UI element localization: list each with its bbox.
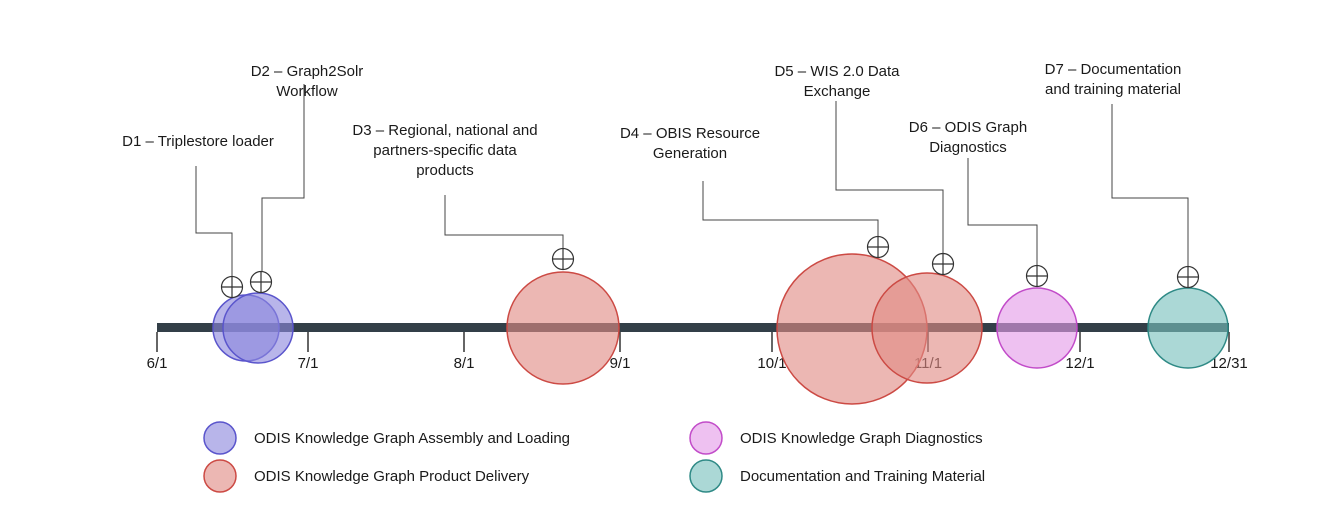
deliverable-label-d1: D1 – Triplestore loader bbox=[122, 133, 274, 150]
milestone-marker-icon bbox=[1025, 264, 1049, 288]
legend-swatch-documentation bbox=[689, 459, 723, 493]
deliverable-bubble-d5 bbox=[871, 272, 983, 384]
timeline-axis-bar bbox=[157, 323, 1229, 332]
connector-line-d7 bbox=[1111, 104, 1189, 266]
connector-line-d2 bbox=[261, 84, 305, 271]
deliverable-bubble-d2 bbox=[222, 292, 294, 364]
connector-line-d4 bbox=[702, 181, 879, 236]
axis-tick-label: 10/1 bbox=[757, 355, 786, 372]
milestone-marker-icon bbox=[931, 252, 955, 276]
deliverable-bubble-d7 bbox=[1147, 287, 1229, 369]
connector-line-d1 bbox=[195, 166, 233, 276]
milestone-marker-icon bbox=[249, 270, 273, 294]
axis-tick-label: 9/1 bbox=[610, 355, 631, 372]
deliverable-bubble-d6 bbox=[996, 287, 1078, 369]
milestone-marker-icon bbox=[866, 235, 890, 259]
connector-line-d5 bbox=[835, 101, 944, 253]
legend-label-documentation: Documentation and Training Material bbox=[740, 468, 985, 485]
connector-line-d6 bbox=[967, 158, 1038, 265]
legend-label-assembly: ODIS Knowledge Graph Assembly and Loadin… bbox=[254, 430, 570, 447]
connector-line-d3 bbox=[444, 195, 564, 248]
axis-tick-label: 8/1 bbox=[454, 355, 475, 372]
deliverable-bubble-d3 bbox=[506, 271, 620, 385]
axis-tick-label: 12/31 bbox=[1210, 355, 1248, 372]
legend-label-diagnostics: ODIS Knowledge Graph Diagnostics bbox=[740, 430, 983, 447]
milestone-marker-icon bbox=[220, 275, 244, 299]
legend-swatch-diagnostics bbox=[689, 421, 723, 455]
milestone-marker-icon bbox=[1176, 265, 1200, 289]
legend-swatch-delivery bbox=[203, 459, 237, 493]
milestone-marker-icon bbox=[551, 247, 575, 271]
legend-swatch-assembly bbox=[203, 421, 237, 455]
axis-tick-label: 7/1 bbox=[298, 355, 319, 372]
axis-tick-label: 12/1 bbox=[1065, 355, 1094, 372]
axis-tick-label: 6/1 bbox=[147, 355, 168, 372]
legend-label-delivery: ODIS Knowledge Graph Product Delivery bbox=[254, 468, 530, 485]
